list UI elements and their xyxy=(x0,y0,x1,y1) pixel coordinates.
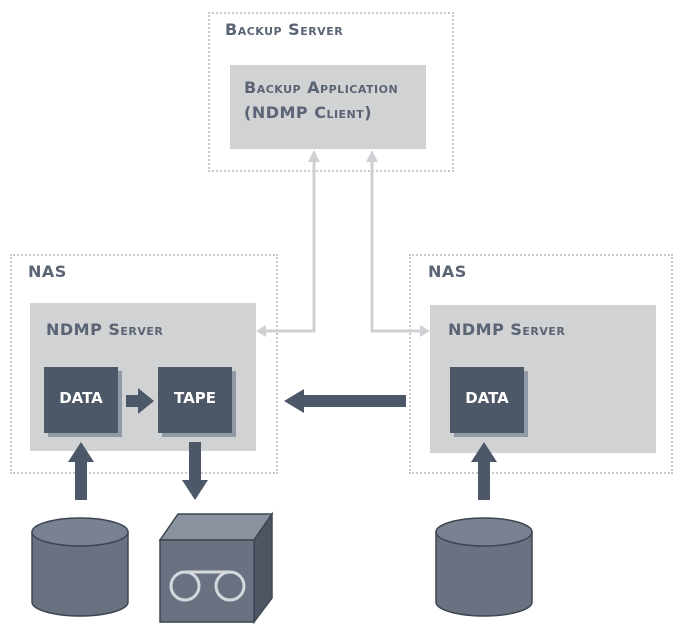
control-arrowhead-top-right xyxy=(366,150,378,162)
tape-block: TAPE xyxy=(158,367,232,433)
control-arrowhead-end-right xyxy=(420,325,430,337)
tape-drive-icon xyxy=(158,511,274,624)
data-block-right-label: DATA xyxy=(465,389,509,407)
tape-to-drive-arrow xyxy=(182,442,208,500)
disk-to-data-right-arrow xyxy=(471,442,497,500)
data-block-left: DATA xyxy=(44,367,118,433)
transfer-arrow xyxy=(284,389,406,413)
backup-application-box xyxy=(230,65,426,149)
control-arrowhead-top-left xyxy=(308,150,320,162)
ndmp-server-right-title: NDMP Server xyxy=(448,320,566,339)
control-connection-left xyxy=(262,160,316,333)
control-connection-right xyxy=(370,160,424,333)
ndmp-server-left-title: NDMP Server xyxy=(46,320,164,339)
data-to-tape-arrow xyxy=(126,388,154,414)
backup-server-frame xyxy=(208,12,454,172)
nas-left-frame xyxy=(10,254,278,474)
disk-to-data-left-arrow xyxy=(68,442,94,500)
tape-block-label: TAPE xyxy=(174,389,216,407)
data-block-right: DATA xyxy=(450,367,524,433)
backup-application-line1: Backup Application xyxy=(244,78,399,97)
control-arrowhead-end-left xyxy=(256,325,266,337)
data-block-left-label: DATA xyxy=(59,389,103,407)
nas-left-title: NAS xyxy=(28,262,67,281)
disk-left-icon xyxy=(31,517,129,617)
backup-server-title: Backup Server xyxy=(225,20,344,39)
disk-right-icon xyxy=(435,517,533,617)
nas-right-title: NAS xyxy=(428,262,467,281)
backup-application-line2: (NDMP Client) xyxy=(244,103,373,122)
nas-right-frame xyxy=(409,254,673,474)
